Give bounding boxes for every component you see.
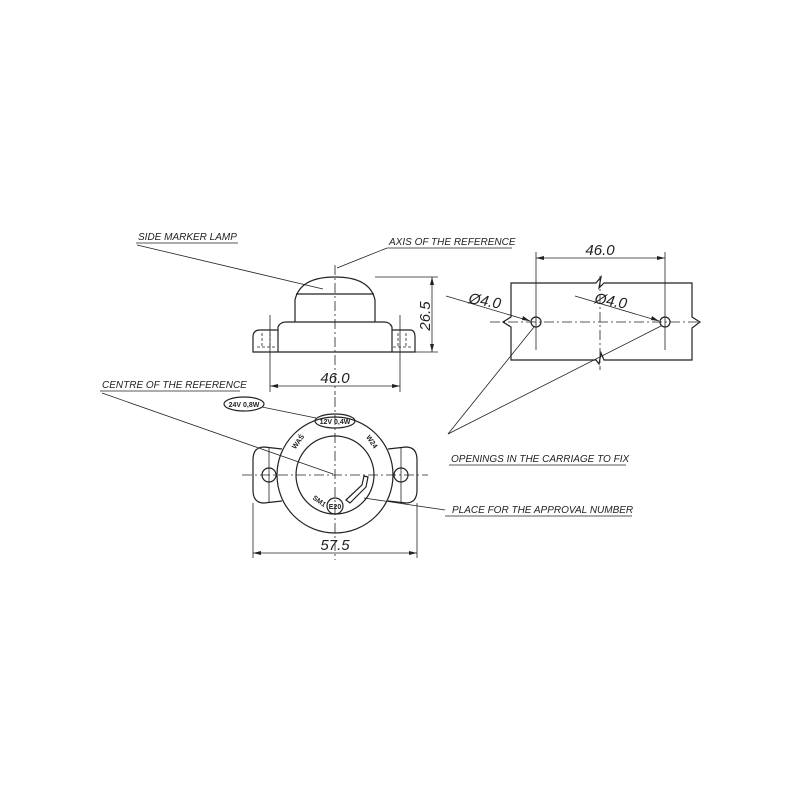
rating-24v: 24V 0,8W [229,402,260,409]
label-openings: OPENINGS IN THE CARRIAGE TO FIX [451,454,630,465]
side-width-dim: 46.0 [320,370,350,387]
approval-mark: E20 [329,504,342,511]
mounting-view: 46.0 Ø4.0 Ø4.0 OPENINGS IN THE CARRIAGE … [445,242,702,466]
label-side-marker-lamp: SIDE MARKER LAMP [138,232,237,243]
label-approval-place: PLACE FOR THE APPROVAL NUMBER [452,505,633,516]
side-height-dim: 26.5 [417,301,434,332]
front-view: E20 SM1 WAŚ W24 24V 0,8W 12V 0,4W 57.5 C… [100,380,633,560]
maker-mark: WAŚ [290,432,307,450]
front-width-dim: 57.5 [320,537,350,554]
hole-spacing-dim: 46.0 [585,242,615,259]
side-view: 46.0 26.5 SIDE MARKER LAMP AXIS OF THE R… [136,232,516,395]
hole-dia-right: Ø4.0 [592,290,629,313]
rating-12v: 12V 0,4W [320,419,351,426]
label-axis-of-reference: AXIS OF THE REFERENCE [388,237,516,248]
label-centre-of-reference: CENTRE OF THE REFERENCE [102,380,247,391]
hole-dia-left: Ø4.0 [466,290,503,313]
model-mark: W24 [364,434,378,450]
